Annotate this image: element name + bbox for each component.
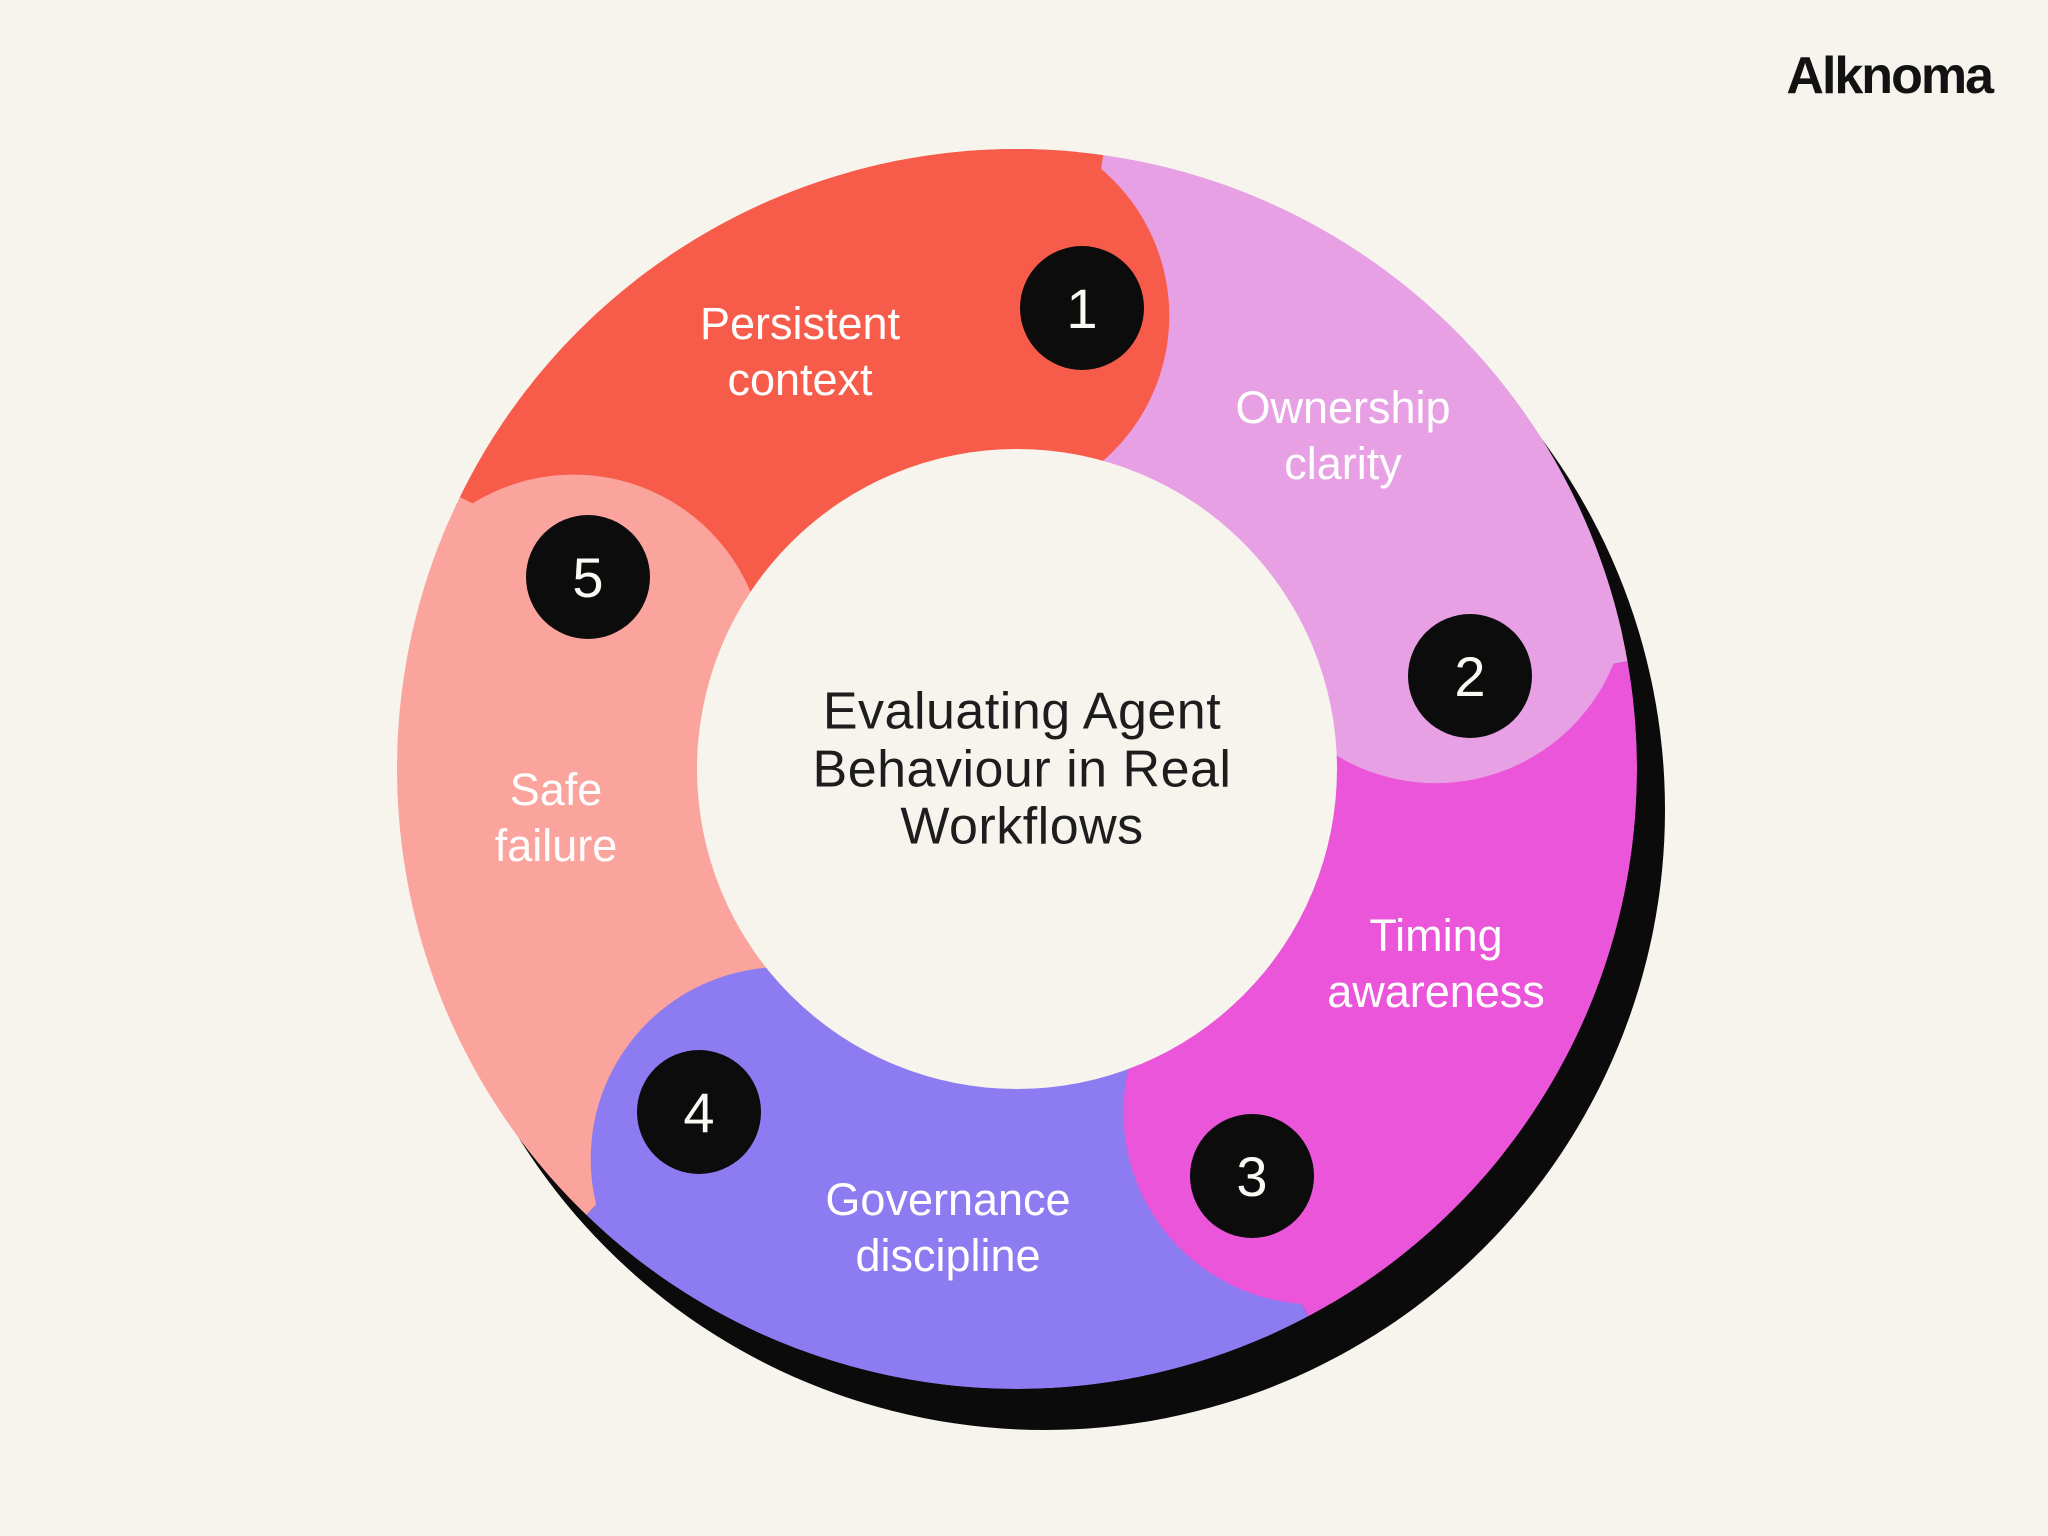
step-number: 3 [1236, 1144, 1268, 1208]
step-number: 1 [1066, 276, 1098, 340]
segment-cap-ownership-clarity [1243, 399, 1628, 784]
step-badge-2: 2 [1408, 614, 1532, 738]
segment-label-governance-discipline: Governance discipline [825, 1174, 1071, 1281]
segment-label-ownership-clarity: Ownership clarity [1235, 382, 1451, 489]
step-badge-4: 4 [637, 1050, 761, 1174]
step-number: 2 [1454, 644, 1486, 708]
step-badge-5: 5 [526, 515, 650, 639]
step-number: 5 [572, 545, 604, 609]
step-badge-1: 1 [1020, 246, 1144, 370]
segment-label-persistent-context: Persistent context [699, 298, 901, 405]
segment-cap-safe-failure [397, 474, 766, 859]
step-number: 4 [683, 1080, 715, 1144]
brand-logo: Alknoma [1786, 47, 1994, 105]
ring-inner-hole [697, 449, 1337, 1089]
step-badge-3: 3 [1190, 1114, 1314, 1238]
segment-label-safe-failure: Safe failure [494, 764, 618, 871]
segment-cap-persistent-context [785, 149, 1170, 508]
diagram-title: Evaluating Agent Behaviour in Real Workf… [812, 682, 1232, 856]
segment-label-timing-awareness: Timing awareness [1327, 910, 1545, 1017]
